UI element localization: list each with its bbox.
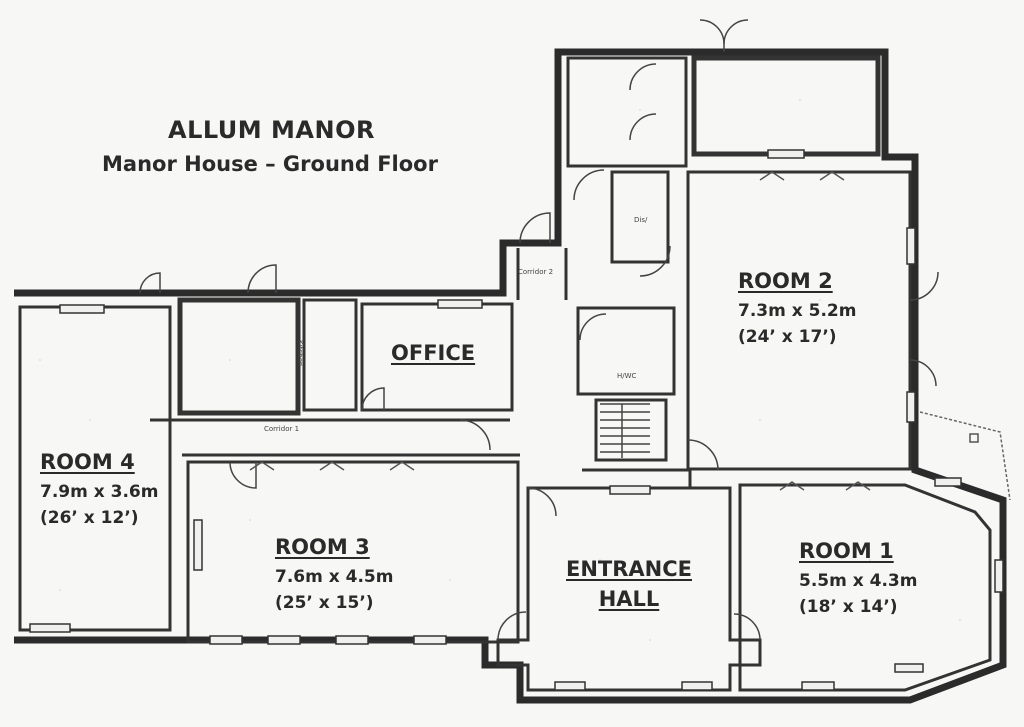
room4-label: ROOM 4 7.9m x 3.6m (26’ x 12’) xyxy=(40,452,158,531)
wc-label: H/WC xyxy=(617,372,637,380)
entrance-line1: ENTRANCE xyxy=(566,557,692,581)
office-name: OFFICE xyxy=(391,341,476,365)
plan-subtitle: Manor House – Ground Floor xyxy=(102,152,438,176)
room2-imperial: (24’ x 17’) xyxy=(738,327,837,347)
windows xyxy=(29,149,1004,691)
room3-imperial: (25’ x 15’) xyxy=(275,593,374,613)
entrance-hall-label: ENTRANCE HALL xyxy=(560,559,698,610)
room3-label: ROOM 3 7.6m x 4.5m (25’ x 15’) xyxy=(275,537,393,616)
paper-texture xyxy=(39,99,961,641)
door-swings xyxy=(139,19,939,641)
plan-title: ALLUM MANOR xyxy=(168,116,375,144)
staircase xyxy=(600,403,650,458)
room1-label: ROOM 1 5.5m x 4.3m (18’ x 14’) xyxy=(799,541,917,620)
corridor1-label: Corridor 1 xyxy=(264,425,300,433)
kitchen-label: Kitchen xyxy=(296,340,304,367)
room1-imperial: (18’ x 14’) xyxy=(799,597,898,617)
room2-name: ROOM 2 xyxy=(738,269,833,293)
room2-label: ROOM 2 7.3m x 5.2m (24’ x 17’) xyxy=(738,271,856,350)
entrance-line2: HALL xyxy=(598,587,660,611)
corridor2-label: Corridor 2 xyxy=(518,268,554,276)
room1-metric: 5.5m x 4.3m xyxy=(799,571,918,591)
room1-name: ROOM 1 xyxy=(799,539,894,563)
room3-metric: 7.6m x 4.5m xyxy=(275,567,394,587)
dis-label: Dis/ xyxy=(634,216,648,224)
porch-post xyxy=(969,433,979,443)
room4-name: ROOM 4 xyxy=(40,450,135,474)
room4-metric: 7.9m x 3.6m xyxy=(40,482,159,502)
room4-imperial: (26’ x 12’) xyxy=(40,508,139,528)
room3-name: ROOM 3 xyxy=(275,535,370,559)
room2-metric: 7.3m x 5.2m xyxy=(738,301,857,321)
porch-outline xyxy=(919,411,1011,501)
bay-details xyxy=(249,171,871,491)
